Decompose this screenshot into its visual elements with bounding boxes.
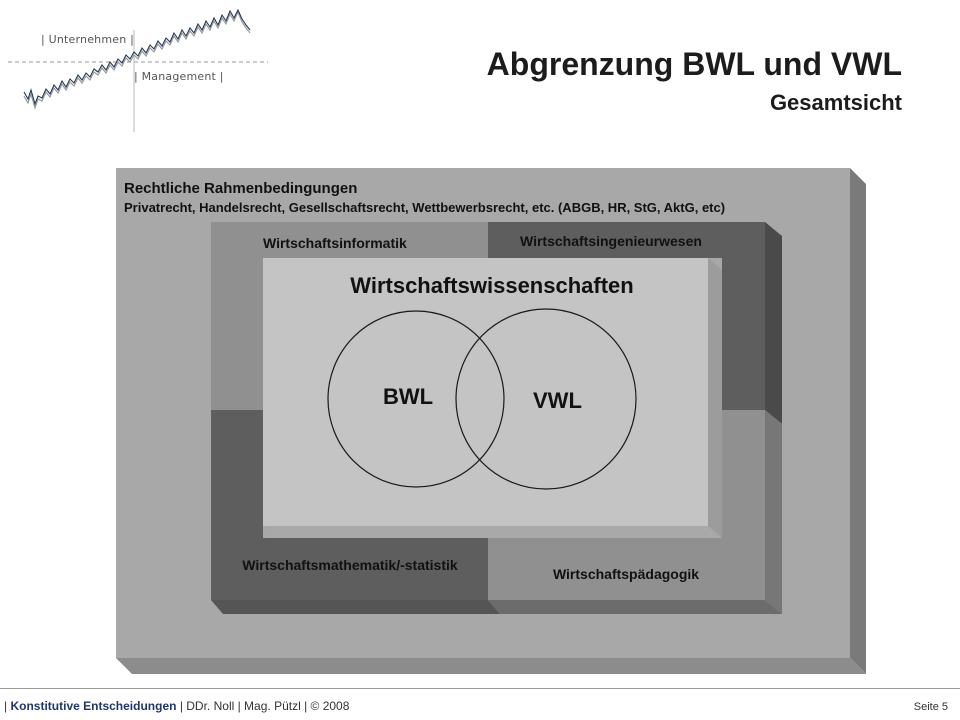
quadrant-top-right-label: Wirtschaftsingenieurwesen bbox=[520, 233, 702, 249]
quadrant-bottom-right-label: Wirtschaftspädagogik bbox=[552, 566, 700, 582]
footer-credits: | DDr. Noll | Mag. Pützl | © 2008 bbox=[179, 699, 350, 713]
quadrant-bottom-left-edge bbox=[211, 600, 500, 614]
quadrant-top-right-side bbox=[765, 222, 782, 424]
center-box-title: Wirtschaftswissenschaften bbox=[350, 273, 634, 298]
quadrant-bottom-left-label: Wirtschaftsmathematik/-statistik bbox=[242, 557, 458, 573]
quadrant-bottom-right-side bbox=[765, 410, 782, 614]
center-box-face bbox=[263, 258, 708, 526]
outer-box-title: Rechtliche Rahmenbedingungen bbox=[124, 180, 358, 197]
quadrant-bottom-right-edge bbox=[488, 600, 782, 614]
center-box-bottom bbox=[263, 526, 722, 538]
footer-section: Konstitutive Entscheidungen bbox=[10, 699, 177, 713]
page-subtitle: Gesamtsicht bbox=[769, 90, 902, 115]
page-title: Abgrenzung BWL und VWL bbox=[486, 46, 902, 82]
quadrant-bottom-left-block bbox=[211, 410, 488, 600]
quadrant-top-right-block bbox=[488, 222, 765, 410]
bwl-circle bbox=[327, 310, 505, 488]
quadrant-top-left-label: Wirtschaftsinformatik bbox=[263, 235, 407, 251]
quadrant-top-left-block bbox=[211, 222, 488, 410]
logo-text-unternehmen: | Unternehmen | bbox=[41, 33, 135, 46]
vwl-circle bbox=[455, 308, 637, 490]
vwl-label: VWL bbox=[533, 388, 582, 413]
center-box-side bbox=[708, 258, 722, 538]
outer-box-bottom bbox=[116, 658, 866, 674]
stock-chart-logo-graphic bbox=[8, 8, 268, 132]
company-logo: | Unternehmen | | Management | bbox=[0, 0, 280, 135]
quadrant-bottom-right-block bbox=[488, 410, 765, 600]
footer-divider bbox=[0, 688, 960, 689]
footer-info: | Konstitutive Entscheidungen | DDr. Nol… bbox=[4, 699, 349, 713]
bwl-label: BWL bbox=[383, 384, 434, 409]
footer-separator: | bbox=[4, 699, 11, 713]
outer-box-side bbox=[850, 168, 866, 674]
logo-text-management: | Management | bbox=[134, 70, 224, 83]
page-number: Seite 5 bbox=[913, 701, 948, 713]
outer-box-subtitle: Privatrecht, Handelsrecht, Gesellschafts… bbox=[124, 200, 726, 215]
